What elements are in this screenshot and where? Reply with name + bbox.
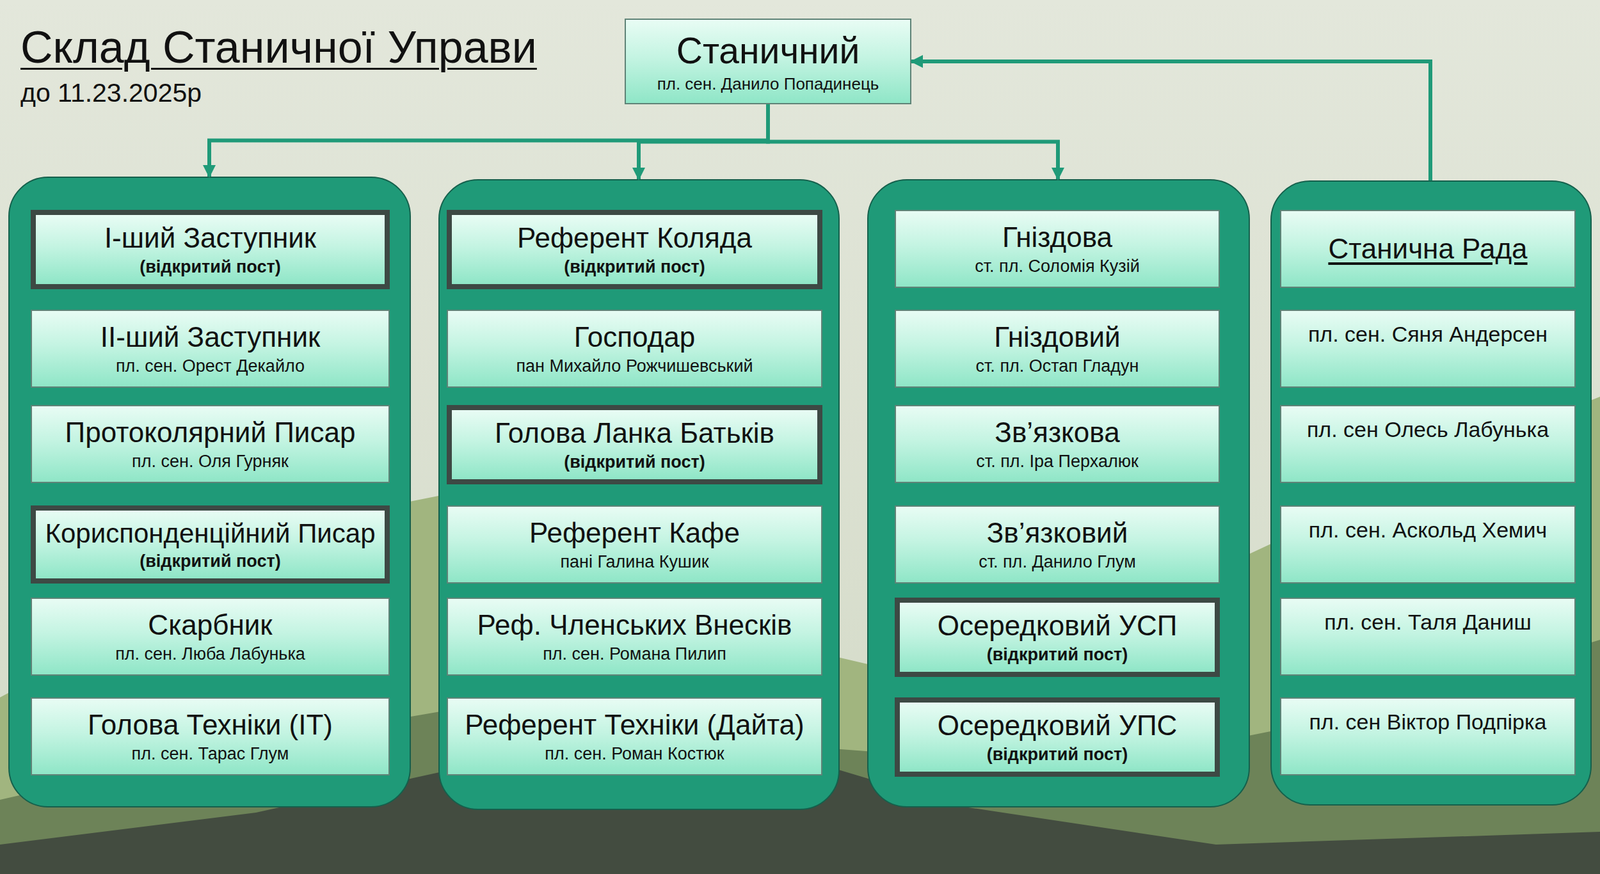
role-title: Реф. Членських Внесків xyxy=(477,608,793,643)
hierarchy-connector xyxy=(768,104,1058,180)
open-post-note: (відкритий пост) xyxy=(986,744,1128,765)
open-post-note: (відкритий пост) xyxy=(139,551,281,572)
group-panel: І-ший Заступник(відкритий пост)ІІ-ший За… xyxy=(8,176,411,808)
council-member: пл. сен. Сяня Андерсен xyxy=(1308,321,1548,348)
open-post-note: (відкритий пост) xyxy=(563,451,705,473)
role-box: Господарпан Михайло Рожчишевський xyxy=(446,309,823,388)
person-name: пл. сен. Орест Декайло xyxy=(115,355,305,377)
person-name: пл. сен. Оля Гурняк xyxy=(131,451,289,472)
person-name: ст. пл. Соломія Кузій xyxy=(974,256,1140,277)
role-box: Протоколярний Писарпл. сен. Оля Гурняк xyxy=(30,405,390,484)
council-member-box: пл. сен. Аскольд Хемич xyxy=(1280,505,1576,584)
role-title: Скарбник xyxy=(147,608,272,643)
role-box: Реф. Членських Внесківпл. сен. Романа Пи… xyxy=(446,597,823,676)
group-panel: Референт Коляда(відкритий пост)Господарп… xyxy=(438,179,840,811)
person-name: пл. сен. Тарас Глум xyxy=(131,743,290,765)
person-name: пані Галина Кушик xyxy=(560,551,709,573)
person-name: пл. сен. Роман Костюк xyxy=(544,743,724,765)
role-title: Голова Техніки (IT) xyxy=(87,708,333,743)
council-member: пл. сен Віктор Подпірка xyxy=(1308,709,1547,736)
role-title: ІІ-ший Заступник xyxy=(100,320,320,355)
person-name: пан Михайло Рожчишевський xyxy=(515,355,753,377)
role-title: Референт Коляда xyxy=(517,221,752,256)
council-member: пл. сен. Аскольд Хемич xyxy=(1308,517,1547,544)
role-title: Зв’язкова xyxy=(994,416,1120,450)
person-name: пл. сен. Романа Пилип xyxy=(542,643,727,665)
role-title: Господар xyxy=(574,320,696,355)
group-panel: Гніздоваст. пл. Соломія КузійГніздовийст… xyxy=(867,179,1250,808)
open-post-box: Голова Ланка Батьків(відкритий пост) xyxy=(446,405,823,485)
role-title: Кориспонденційний Писар xyxy=(45,517,376,550)
role-title: Осередковий УСП xyxy=(937,609,1178,644)
council-member-box: пл. сен Віктор Подпірка xyxy=(1280,697,1576,776)
person-name: ст. пл. Іра Перхалюк xyxy=(976,451,1138,472)
hierarchy-connector xyxy=(209,104,768,177)
role-box: Гніздовийст. пл. Остап Гладун xyxy=(894,309,1220,388)
page-title: Склад Станичної Управи xyxy=(20,21,537,73)
open-post-note: (відкритий пост) xyxy=(986,644,1128,665)
role-box: Голова Техніки (IT)пл. сен. Тарас Глум xyxy=(30,697,390,776)
open-post-box: І-ший Заступник(відкритий пост) xyxy=(30,209,390,290)
role-title: Осередковий УПС xyxy=(937,709,1178,744)
role-box: Зв’язковаст. пл. Іра Перхалюк xyxy=(894,405,1220,484)
role-title: Референт Техніки (Дайта) xyxy=(464,708,805,743)
leader-box: Станичнийпл. сен. Данило Попадинець xyxy=(624,18,912,105)
council-member-box: пл. сен. Таля Даниш xyxy=(1280,597,1576,676)
role-title: Голова Ланка Батьків xyxy=(494,416,775,451)
council-member-box: пл. сен. Сяня Андерсен xyxy=(1280,309,1576,388)
open-post-box: Осередковий УСП(відкритий пост) xyxy=(894,597,1220,678)
role-box: Референт Техніки (Дайта)пл. сен. Роман К… xyxy=(446,697,823,776)
role-title: Гніздова xyxy=(1002,220,1113,255)
role-box: Скарбникпл. сен. Люба Лабунька xyxy=(30,597,390,676)
open-post-box: Референт Коляда(відкритий пост) xyxy=(446,209,823,290)
person-name: пл. сен. Данило Попадинець xyxy=(657,74,880,95)
open-post-box: Кориспонденційний Писар(відкритий пост) xyxy=(30,505,390,584)
role-title: Зв’язковий xyxy=(986,516,1128,551)
open-post-note: (відкритий пост) xyxy=(139,256,281,278)
role-box: Референт Кафепані Галина Кушик xyxy=(446,505,823,584)
role-box: Зв’язковийст. пл. Данило Глум xyxy=(894,505,1220,584)
role-title: Референт Кафе xyxy=(529,516,740,551)
person-name: ст. пл. Данило Глум xyxy=(978,551,1136,573)
council-title: Станична Рада xyxy=(1328,232,1528,267)
open-post-box: Осередковий УПС(відкритий пост) xyxy=(894,697,1220,777)
role-box: Гніздоваст. пл. Соломія Кузій xyxy=(894,209,1220,288)
person-name: ст. пл. Остап Гладун xyxy=(976,355,1140,377)
hierarchy-connector xyxy=(911,61,1431,181)
open-post-note: (відкритий пост) xyxy=(563,256,705,278)
council-member-box: пл. сен Олесь Лабунька xyxy=(1280,405,1576,484)
council-member: пл. сен Олесь Лабунька xyxy=(1306,416,1549,443)
council-heading-box: Станична Рада xyxy=(1280,209,1576,288)
role-box: ІІ-ший Заступникпл. сен. Орест Декайло xyxy=(30,309,390,388)
council-member: пл. сен. Таля Даниш xyxy=(1324,609,1532,636)
group-panel: Станична Рада пл. сен. Сяня Андерсен пл. с… xyxy=(1270,180,1592,806)
hierarchy-connector xyxy=(638,104,768,180)
person-name: пл. сен. Люба Лабунька xyxy=(115,643,306,665)
role-title: Протоколярний Писар xyxy=(65,416,356,450)
role-title: Гніздовий xyxy=(993,320,1120,355)
role-title: І-ший Заступник xyxy=(104,221,317,256)
role-title: Станичний xyxy=(676,28,861,73)
date-subtitle: до 11.23.2025р xyxy=(20,78,202,109)
